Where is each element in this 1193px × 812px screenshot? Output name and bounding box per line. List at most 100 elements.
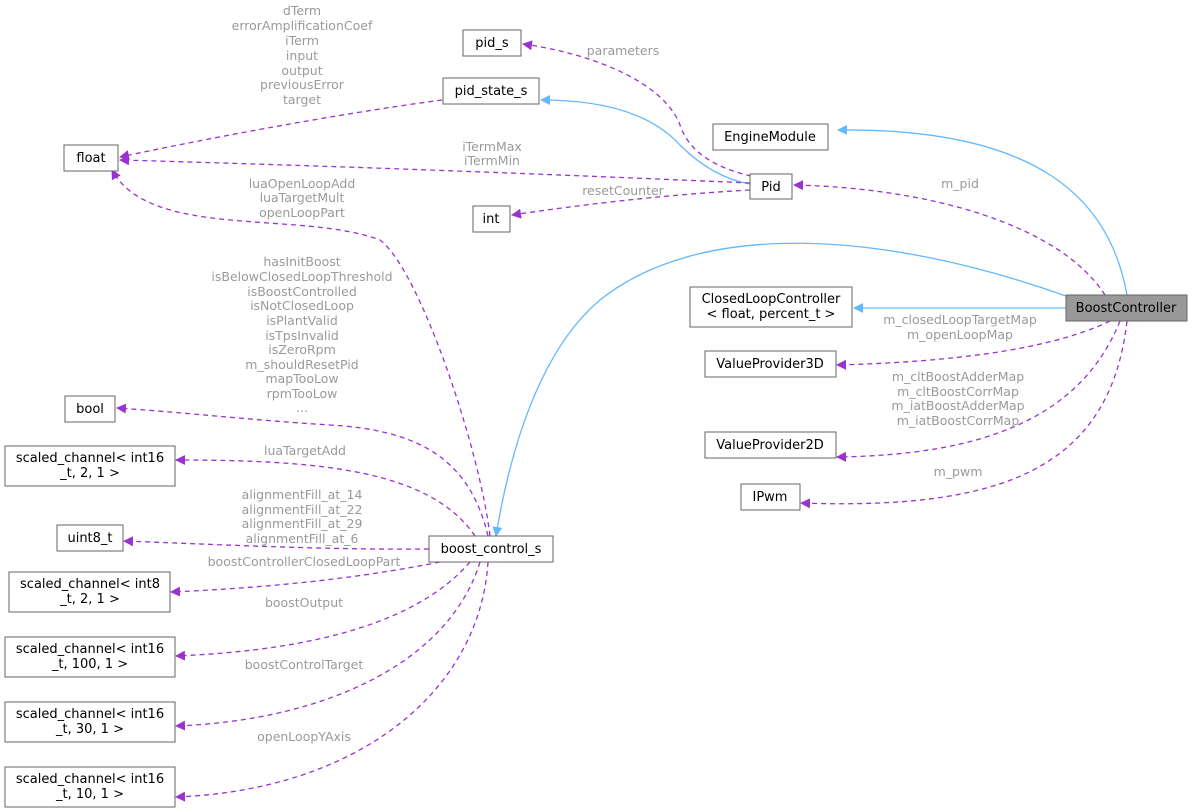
edge-boostcontroller-to-enginemodule [837,124,1128,296]
edge-pid-state-s-to-float [119,99,443,161]
node-label: ValueProvider2D [716,438,824,453]
edge-label: m_shouldResetPid [245,357,358,372]
node-pid-state-s[interactable]: pid_state_s [442,77,540,105]
label-pid-state-s-fields: dTerm errorAmplificationCoef iTerm input… [232,3,373,107]
node-float[interactable]: float [63,144,119,172]
edge-boost-control-s-to-sc16-30 [175,561,481,731]
node-uint8-t[interactable]: uint8_t [56,524,124,552]
node-label: pid_s [475,36,509,51]
label-pid-float-fields: iTermMax iTermMin [462,139,522,168]
node-label: EngineModule [724,130,816,145]
node-label: _t, 30, 1 > [55,722,124,737]
label-m-pwm: m_pwm [934,464,983,479]
node-label: scaled_channel< int16 [16,451,164,466]
edge-label: dTerm [283,3,321,18]
label-boost-controller-closed-loop-part: boostControllerClosedLoopPart [208,554,401,569]
node-label: bool [76,402,104,417]
node-label: IPwm [753,490,788,505]
edge-label: iTermMax [462,139,522,154]
edge-label: isPlantValid [266,313,338,328]
edge-label: input [286,48,318,63]
node-label: uint8_t [67,531,112,546]
edge-label: openLoopPart [259,205,345,220]
node-label: Pid [761,180,780,195]
node-pid-s[interactable]: pid_s [462,29,522,57]
node-label: _t, 2, 1 > [59,592,120,607]
label-boost-output: boostOutput [265,595,343,610]
label-open-loop-y-axis: openLoopYAxis [257,729,351,744]
node-label: scaled_channel< int16 [16,707,164,722]
node-label: float [76,151,105,166]
edge-boostcontroller-to-vp2d [836,320,1121,462]
node-valueprovider2d[interactable]: ValueProvider2D [704,431,837,459]
edge-boost-control-s-to-sc16-10 [175,561,489,802]
edge-pid-to-pid-state-s [540,95,751,185]
edge-label: m_iatBoostCorrMap [897,413,1020,428]
node-valueprovider3d[interactable]: ValueProvider3D [704,350,837,378]
node-closedloopcontroller[interactable]: ClosedLoopController < float, percent_t … [689,286,853,328]
label-boost-control-s-float-fields: luaOpenLoopAdd luaTargetMult openLoopPar… [249,176,356,220]
node-scaled-channel-int16-100-1[interactable]: scaled_channel< int16 _t, 100, 1 > [4,636,176,678]
edge-pid-to-pid-s [522,40,761,179]
node-label: ValueProvider3D [716,357,824,372]
edge-label: m_iatBoostAdderMap [891,398,1024,413]
node-scaled-channel-int16-2-1[interactable]: scaled_channel< int16 _t, 2, 1 > [4,445,176,487]
node-boostcontroller[interactable]: BoostController [1065,294,1188,322]
label-alignment-fill-fields: alignmentFill_at_14 alignmentFill_at_22 … [242,487,363,546]
node-label: pid_state_s [455,84,528,99]
label-lua-target-add: luaTargetAdd [264,443,346,458]
edge-label: previousError [260,77,345,92]
edge-boost-control-s-to-sc16-100 [175,561,471,661]
node-label: scaled_channel< int8 [20,577,160,592]
edge-boostcontroller-to-pid [793,180,1106,296]
node-scaled-channel-int16-30-1[interactable]: scaled_channel< int16 _t, 30, 1 > [4,701,176,743]
edge-label: hasInitBoost [263,254,340,269]
node-pid[interactable]: Pid [749,173,793,200]
label-parameters: parameters [587,43,660,58]
edge-label: isTpsInvalid [265,328,339,343]
label-vp3d-fields: m_closedLoopTargetMap m_openLoopMap [883,312,1037,342]
edge-pid-to-int [511,189,751,219]
node-enginemodule[interactable]: EngineModule [712,123,829,151]
edge-label: errorAmplificationCoef [232,18,373,33]
node-label: scaled_channel< int16 [16,772,164,787]
edge-label: isBelowClosedLoopThreshold [211,269,392,284]
edge-label: luaTargetMult [260,190,345,205]
edge-boost-control-s-to-bool [116,403,489,537]
edge-label: m_closedLoopTargetMap [883,312,1037,327]
node-label: boost_control_s [441,542,542,557]
edge-label: iTerm [285,33,319,48]
edge-label: rpmTooLow [267,386,338,401]
edge-label: m_cltBoostAdderMap [892,369,1024,384]
edge-label: ... [296,400,308,415]
edge-label: alignmentFill_at_14 [242,487,363,502]
node-scaled-channel-int8-2-1[interactable]: scaled_channel< int8 _t, 2, 1 > [8,571,171,613]
node-label: BoostController [1076,301,1177,316]
node-bool[interactable]: bool [64,395,116,423]
node-label: ClosedLoopController [702,292,841,307]
node-scaled-channel-int16-10-1[interactable]: scaled_channel< int16 _t, 10, 1 > [4,766,176,808]
node-label: scaled_channel< int16 [16,642,164,657]
label-m-pid: m_pid [941,176,979,191]
label-boost-control-s-bool-fields: hasInitBoost isBelowClosedLoopThreshold … [211,254,392,415]
edge-boostcontroller-to-boost-control-s [492,242,1067,537]
edge-label: output [281,63,322,78]
edge-label: target [283,92,321,107]
edge-label: alignmentFill_at_29 [242,516,363,531]
node-label: < float, percent_t > [707,307,836,322]
edge-label: m_openLoopMap [907,327,1013,342]
edge-label: isZeroRpm [268,342,336,357]
edge-label: alignmentFill_at_22 [242,502,363,517]
edge-label: iTermMin [464,153,520,168]
edge-pid-to-float [119,155,751,184]
label-boost-control-target: boostControlTarget [245,657,364,672]
node-label: _t, 2, 1 > [59,466,120,481]
edge-label: alignmentFill_at_6 [246,531,359,546]
node-int[interactable]: int [472,205,511,233]
node-boost-control-s[interactable]: boost_control_s [428,535,554,563]
label-reset-counter: resetCounter [582,183,664,198]
edge-label: mapTooLow [265,371,338,386]
node-ipwm[interactable]: IPwm [740,483,801,511]
node-label: _t, 10, 1 > [55,787,124,802]
